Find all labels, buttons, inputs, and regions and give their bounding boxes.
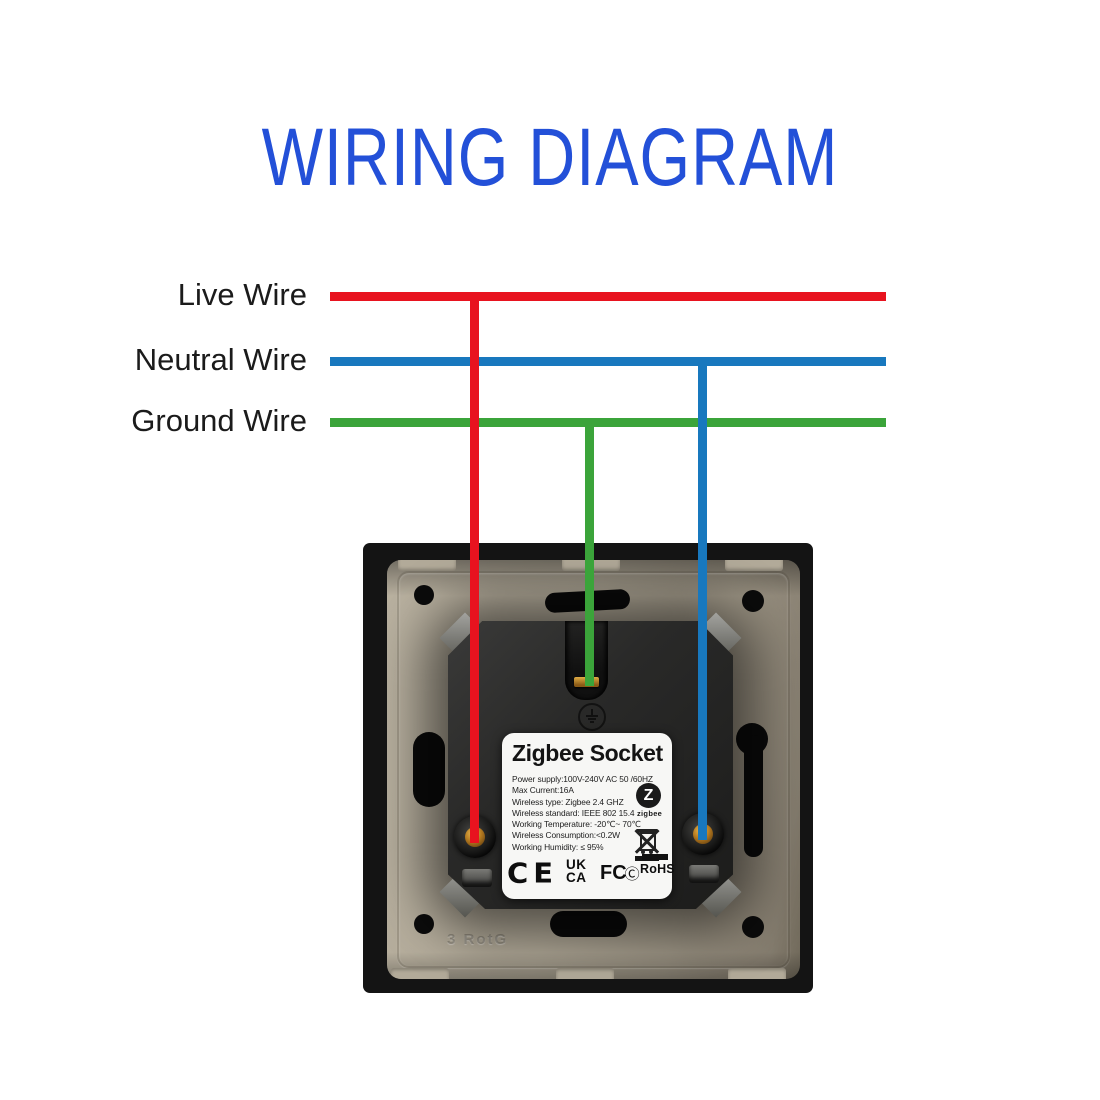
fcc-mark: FCⒸ — [600, 862, 640, 884]
earth-symbol-icon — [578, 703, 606, 731]
ground-wire-line — [330, 418, 886, 427]
socket-mounting-frame: 3 RotG — [363, 543, 813, 993]
screw-hole — [742, 916, 764, 938]
fixing-screw — [462, 869, 492, 887]
screw-hole — [414, 914, 434, 934]
live-wire-line — [330, 292, 886, 301]
ground-wire-drop — [585, 418, 594, 686]
spec-line: Max Current:16A — [512, 785, 574, 796]
spec-line: Wireless type: Zigbee 2.4 GHZ — [512, 796, 624, 807]
socket-module: Zigbee Socket Power supply:100V-240V AC … — [448, 621, 733, 909]
product-label: Zigbee Socket Power supply:100V-240V AC … — [502, 733, 675, 899]
neutral-wire-label: Neutral Wire — [134, 342, 307, 377]
socket-metal-plate: 3 RotG — [387, 560, 800, 979]
plate-tab — [391, 968, 449, 979]
ce-mark: CE — [507, 856, 559, 890]
spec-line: Working Temperature: -20℃~ 70℃ — [512, 819, 641, 830]
spec-line: Power supply:100V-240V AC 50 /60HZ — [512, 774, 653, 784]
fixing-screw — [689, 865, 719, 883]
ground-wire-label: Ground Wire — [131, 403, 307, 438]
screw-hole — [414, 585, 434, 605]
screw-hole — [742, 590, 764, 612]
product-specs: Power supply:100V-240V AC 50 /60HZ Max C… — [512, 774, 653, 853]
plate-tab — [398, 560, 456, 571]
spec-line: Wireless Consumption:<0.2W — [512, 830, 620, 841]
zigbee-logo-icon: Z — [636, 783, 661, 808]
plate-tab — [556, 968, 614, 979]
live-wire-drop — [470, 292, 479, 843]
zigbee-logo-text: zigbee — [637, 809, 663, 818]
ukca-mark: UK CA — [566, 857, 587, 885]
spec-line: Wireless standard: IEEE 802 15.4 — [512, 807, 635, 818]
plate-stamp-text: 3 RotG — [447, 931, 509, 948]
neutral-wire-drop — [698, 357, 707, 840]
product-label-title: Zigbee Socket — [512, 740, 663, 766]
page-title: WIRING DIAGRAM — [261, 111, 839, 204]
spec-line: Working Humidity: ≤ 95% — [512, 841, 604, 852]
plate-tab — [725, 560, 783, 571]
rohs-bar — [642, 854, 668, 860]
neutral-wire-line — [330, 357, 886, 366]
plate-tab — [728, 968, 786, 979]
live-wire-label: Live Wire — [177, 277, 307, 312]
rohs-mark: RoHS — [640, 854, 675, 876]
